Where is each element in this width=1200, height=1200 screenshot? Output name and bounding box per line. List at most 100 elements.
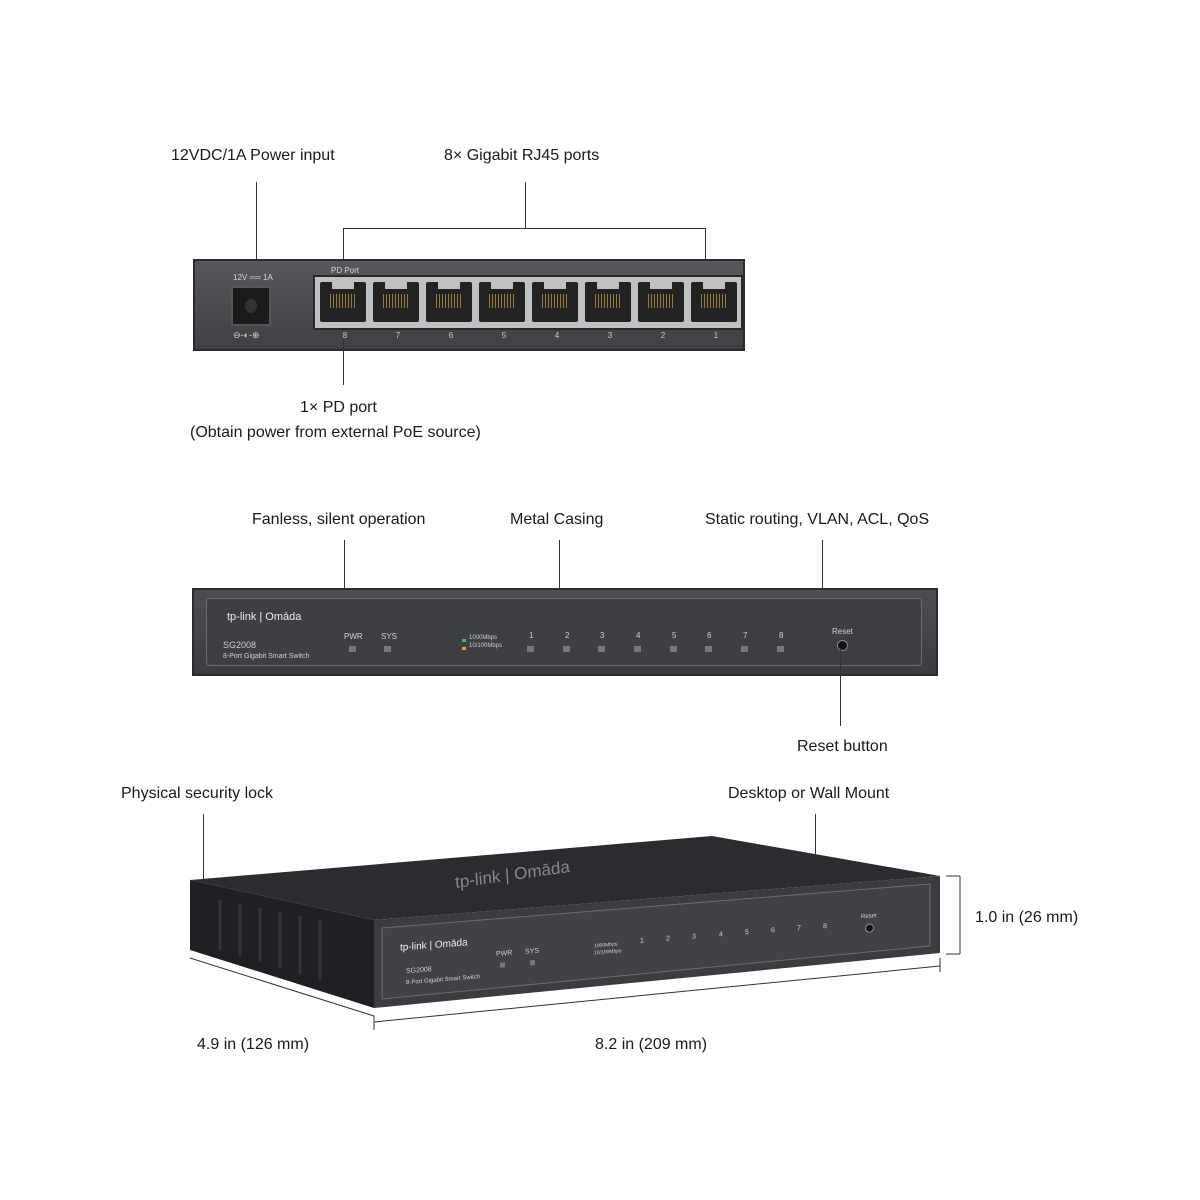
- rj45-port-7: [373, 281, 419, 322]
- rj45-port-6: [426, 281, 472, 322]
- port-number: 3: [607, 331, 613, 340]
- front-bezel: tp-link | Omāda SG2008 8-Port Gigabit Sm…: [206, 598, 922, 666]
- callout-line: [525, 182, 526, 228]
- orange-led-legend-icon: [462, 647, 466, 650]
- reset-button[interactable]: [837, 640, 848, 651]
- port-led-8: [777, 646, 784, 652]
- sys-led: [384, 646, 391, 652]
- pd-port-callout: 1× PD port: [300, 399, 377, 416]
- port-number: 1: [713, 331, 719, 340]
- led-port-number: 2: [565, 631, 570, 640]
- port-led-3: [598, 646, 605, 652]
- security-lock-callout: Physical security lock: [121, 785, 274, 802]
- model-name: SG2008: [406, 966, 432, 976]
- led-port-number: 3: [600, 631, 605, 640]
- led-port-number: 4: [636, 631, 641, 640]
- legend-10-100mbps: 10/100Mbps: [469, 643, 503, 649]
- polarity-icon: ⊖-◐-⊕: [233, 330, 260, 340]
- led-port-number: 8: [823, 922, 827, 931]
- model-description: 8-Port Gigabit Smart Switch: [406, 974, 481, 987]
- green-led-legend-icon: [462, 639, 466, 642]
- port-number: 5: [501, 331, 507, 340]
- rj45-port-8: [320, 281, 366, 322]
- led-port-number: 1: [529, 631, 534, 640]
- rj45-ports-callout: 8× Gigabit RJ45 ports: [444, 147, 600, 164]
- power-input-callout: 12VDC/1A Power input: [171, 147, 335, 164]
- callout-line: [705, 228, 706, 276]
- reset-label: Reset: [832, 627, 853, 636]
- reset-button-callout: Reset button: [797, 738, 888, 755]
- callout-line: [822, 540, 823, 588]
- rj45-port-5: [479, 281, 525, 322]
- switch-side-face: [190, 880, 374, 1008]
- mount-callout: Desktop or Wall Mount: [728, 785, 890, 802]
- front-bezel: [381, 883, 931, 1000]
- led-port-number: 3: [692, 933, 696, 941]
- depth-dimension: 4.9 in (126 mm): [197, 1036, 310, 1053]
- metal-casing-callout: Metal Casing: [510, 511, 604, 528]
- led-port-number: 5: [672, 631, 677, 640]
- callout-line: [343, 340, 344, 385]
- pd-port-callout-detail: (Obtain power from external PoE source): [190, 424, 481, 441]
- port-led-4: [634, 646, 641, 652]
- switch-top-face: [190, 836, 940, 920]
- fanless-callout: Fanless, silent operation: [252, 511, 426, 528]
- port-number: 8: [342, 331, 348, 340]
- dimension-lines: [189, 875, 961, 1030]
- callout-line: [203, 814, 204, 880]
- tp-link-omada-logo: tp-link | Omāda: [400, 937, 468, 954]
- port-led-2: [563, 646, 570, 652]
- sys-label: SYS: [381, 632, 398, 641]
- switch-front-panel: tp-link | Omāda SG2008 8-Port Gigabit Sm…: [192, 588, 938, 676]
- reset-button[interactable]: [865, 923, 874, 933]
- port-led-5: [670, 646, 677, 652]
- callout-line: [815, 814, 816, 854]
- led-port-number: 6: [707, 631, 712, 640]
- rj45-port-3: [585, 281, 631, 322]
- side-vents: [218, 900, 322, 980]
- features-callout: Static routing, VLAN, ACL, QoS: [705, 511, 930, 528]
- led-port-number: 2: [666, 935, 670, 943]
- pwr-label: PWR: [496, 949, 513, 959]
- callout-line: [840, 648, 841, 726]
- pwr-label: PWR: [344, 632, 363, 641]
- model-name: SG2008: [223, 640, 257, 650]
- pd-port-label: PD Port: [331, 266, 360, 275]
- callout-line: [343, 228, 344, 268]
- rj45-port-1: [691, 281, 737, 322]
- port-number: 7: [395, 331, 401, 340]
- pwr-led: [500, 962, 505, 968]
- tp-link-omada-logo: tp-link | Omāda: [227, 611, 302, 623]
- dc-power-jack: [231, 286, 271, 326]
- reset-label: Reset: [861, 913, 877, 921]
- port-block: [313, 275, 743, 330]
- port-number: 2: [660, 331, 666, 340]
- led-port-number: 1: [640, 937, 644, 945]
- port-number: 4: [554, 331, 560, 340]
- callout-line: [344, 540, 345, 588]
- sys-label: SYS: [525, 947, 540, 956]
- model-description: 8-Port Gigabit Smart Switch: [223, 653, 310, 660]
- port-led-7: [741, 646, 748, 652]
- port-number: 6: [448, 331, 454, 340]
- legend-10-100mbps: 10/100Mbps: [594, 948, 622, 957]
- rj45-port-4: [532, 281, 578, 322]
- height-dimension: 1.0 in (26 mm): [975, 909, 1079, 926]
- rj45-port-2: [638, 281, 684, 322]
- callout-line: [256, 182, 257, 262]
- led-port-number: 4: [719, 931, 723, 939]
- led-port-number: 6: [771, 927, 775, 935]
- port-led-1: [527, 646, 534, 652]
- led-port-number: 8: [779, 631, 784, 640]
- callout-bracket: [343, 228, 706, 229]
- pwr-led: [349, 646, 356, 652]
- led-port-number: 7: [743, 631, 748, 640]
- callout-line: [559, 540, 560, 588]
- led-port-number: 7: [797, 925, 801, 933]
- power-marking: 12V ══ 1A: [233, 273, 273, 282]
- port-led-6: [705, 646, 712, 652]
- width-dimension: 8.2 in (209 mm): [595, 1036, 708, 1053]
- sys-led: [530, 959, 535, 966]
